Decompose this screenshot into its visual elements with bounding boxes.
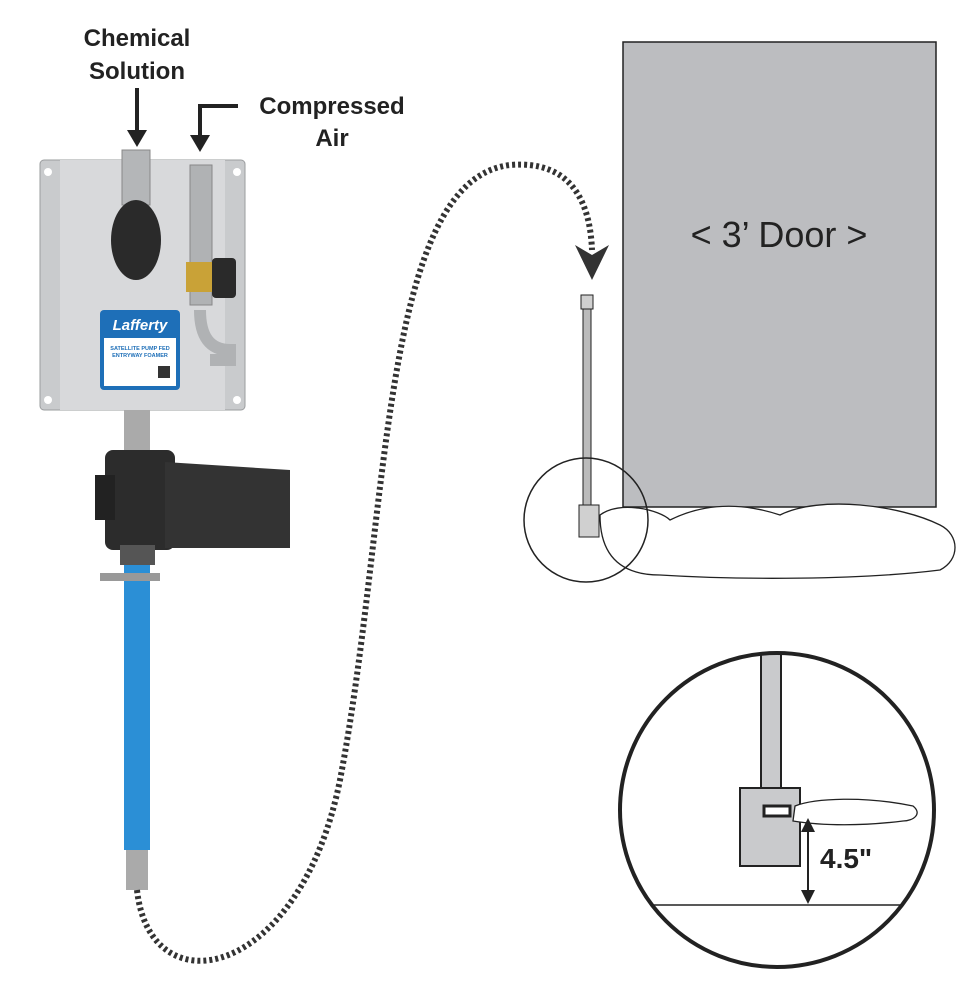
detail-view: 4.5" <box>618 651 936 969</box>
product-title-2: ENTRYWAY FOAMER <box>112 353 168 359</box>
arrow-head-icon <box>190 135 210 152</box>
chemical-solution-label: Chemical <box>84 25 191 52</box>
compressed-air-label: Compressed <box>259 93 404 120</box>
detail-callout-circle <box>523 457 649 583</box>
chemical-solution-label-2: Solution <box>89 58 185 85</box>
tube-fitting <box>126 850 148 890</box>
foamer-outlet <box>578 294 600 538</box>
height-label: 4.5" <box>820 843 872 874</box>
arrow-head-icon <box>127 130 147 147</box>
door-label: < 3’ Door > <box>691 214 868 255</box>
foam <box>599 503 956 579</box>
product-label: Lafferty SATELLITE PUMP FED ENTRYWAY FOA… <box>100 310 180 390</box>
door <box>622 41 937 508</box>
product-title-1: SATELLITE PUMP FED <box>110 346 169 352</box>
arrow-head-icon <box>575 245 609 280</box>
hose-clamp <box>100 573 160 581</box>
foam-nozzle <box>95 410 290 565</box>
compressed-air-label-2: Air <box>315 125 348 152</box>
arrow-icon <box>135 88 238 140</box>
pickup-tube <box>124 565 150 850</box>
brand-logo: Lafferty <box>113 317 168 334</box>
foamer-unit <box>39 149 246 411</box>
qr-code-icon <box>158 366 170 378</box>
hose-line <box>134 161 595 964</box>
